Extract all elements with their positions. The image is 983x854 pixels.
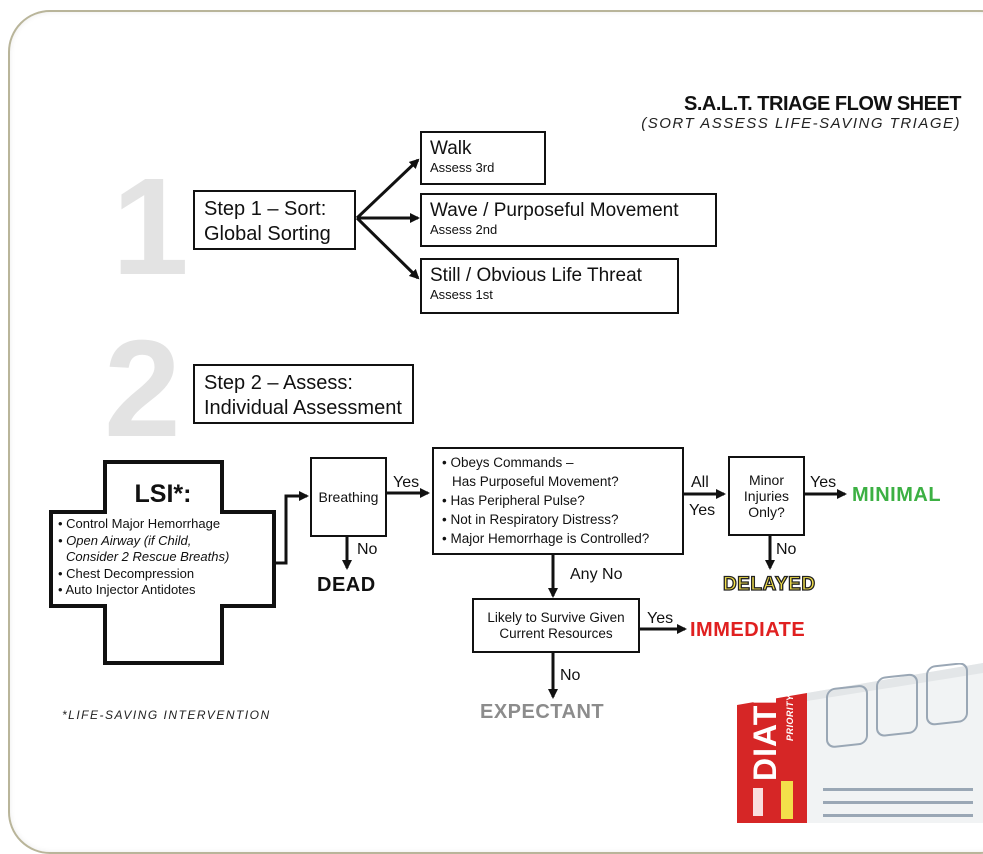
breathing-box: Breathing — [310, 457, 387, 537]
survive-no-label: No — [560, 667, 581, 684]
step1-line2: Global Sorting — [204, 223, 331, 245]
option-wave-sub: Assess 2nd — [430, 222, 498, 237]
lsi-item: • Control Major Hemorrhage — [58, 516, 221, 531]
step2-line1: Step 2 – Assess: — [204, 372, 353, 394]
sheet-title: S.A.L.T. TRIAGE FLOW SHEET — [684, 93, 961, 115]
survive-line2: Current Resources — [499, 625, 613, 641]
criteria-item: • Obeys Commands – — [442, 455, 574, 470]
option-walk-sub: Assess 3rd — [430, 160, 495, 175]
option-wave-label: Wave / Purposeful Movement — [430, 200, 679, 221]
criteria-item: Has Purposeful Movement? — [452, 474, 619, 489]
minor-line1: Minor — [748, 472, 784, 488]
outcome-expectant: EXPECTANT — [480, 701, 605, 723]
step-number-1: 1 — [112, 150, 189, 304]
lsi-cross-shape — [49, 460, 276, 665]
breathing-no-label: No — [357, 541, 378, 558]
any-no-label: Any No — [570, 566, 623, 583]
footnote: *LIFE-SAVING INTERVENTION — [62, 708, 271, 722]
outcome-immediate: IMMEDIATE — [690, 619, 806, 641]
title-block: S.A.L.T. TRIAGE FLOW SHEET (SORT ASSESS … — [641, 93, 961, 132]
option-wave: Wave / Purposeful Movement Assess 2nd — [420, 193, 717, 247]
lsi-box: LSI*: • Control Major Hemorrhage • Open … — [48, 460, 278, 666]
criteria-item: • Major Hemorrhage is Controlled? — [442, 531, 650, 546]
minor-line2: Injuries — [743, 488, 790, 504]
lsi-item: Consider 2 Rescue Breaths) — [66, 549, 230, 564]
criteria-item: • Has Peripheral Pulse? — [442, 493, 585, 508]
step1-line1: Step 1 – Sort: — [204, 198, 327, 220]
sheet-subtitle: (SORT ASSESS LIFE-SAVING TRIAGE) — [641, 115, 961, 132]
minor-injuries-box: Minor Injuries Only? — [728, 456, 805, 536]
arrow-lsi-to-breathing — [275, 491, 309, 565]
option-still-sub: Assess 1st — [430, 287, 493, 302]
survive-line1: Likely to Survive Given — [487, 609, 625, 625]
tag-word: DIATE — [747, 682, 783, 781]
breathing-label: Breathing — [318, 489, 379, 505]
arrow-to-walk — [355, 158, 420, 220]
step-number-2: 2 — [104, 312, 181, 466]
minor-line3: Only? — [748, 504, 785, 520]
option-still-label: Still / Obvious Life Threat — [430, 265, 642, 286]
survive-yes-label: Yes — [647, 610, 674, 627]
lsi-list: • Control Major Hemorrhage • Open Airway… — [58, 516, 229, 599]
step2-box: Step 2 – Assess: Individual Assessment — [193, 364, 414, 424]
option-walk-label: Walk — [430, 138, 472, 159]
tag-priority: PRIORITY 1 — [785, 686, 795, 741]
survive-box: Likely to Survive Given Current Resource… — [472, 598, 640, 653]
step1-box: Step 1 – Sort: Global Sorting — [193, 190, 356, 250]
option-still: Still / Obvious Life Threat Assess 1st — [420, 258, 679, 314]
minor-yes-label: Yes — [810, 474, 837, 491]
all-yes-label-2: Yes — [689, 502, 716, 519]
lsi-item: • Open Airway (if Child, — [58, 532, 192, 548]
arrow-to-still — [355, 216, 420, 280]
lsi-title: LSI*: — [134, 480, 192, 508]
lsi-item: • Chest Decompression — [58, 565, 195, 581]
outcome-minimal: MINIMAL — [852, 484, 942, 506]
breathing-yes-label: Yes — [393, 474, 420, 491]
lsi-item: • Auto Injector Antidotes — [58, 582, 196, 597]
option-walk: Walk Assess 3rd — [420, 131, 546, 185]
criteria-box: • Obeys Commands – Has Purposeful Moveme… — [432, 447, 684, 555]
outcome-delayed: DELAYED — [722, 573, 816, 595]
all-yes-label-1: All — [691, 474, 709, 491]
triage-tag-image: DIATE PRIORITY 1 — [737, 663, 983, 823]
step2-line2: Individual Assessment — [204, 397, 402, 419]
outcome-dead: DEAD — [317, 574, 376, 596]
criteria-item: • Not in Respiratory Distress? — [442, 512, 619, 527]
minor-no-label: No — [776, 541, 797, 558]
flow-connectors — [275, 158, 847, 699]
